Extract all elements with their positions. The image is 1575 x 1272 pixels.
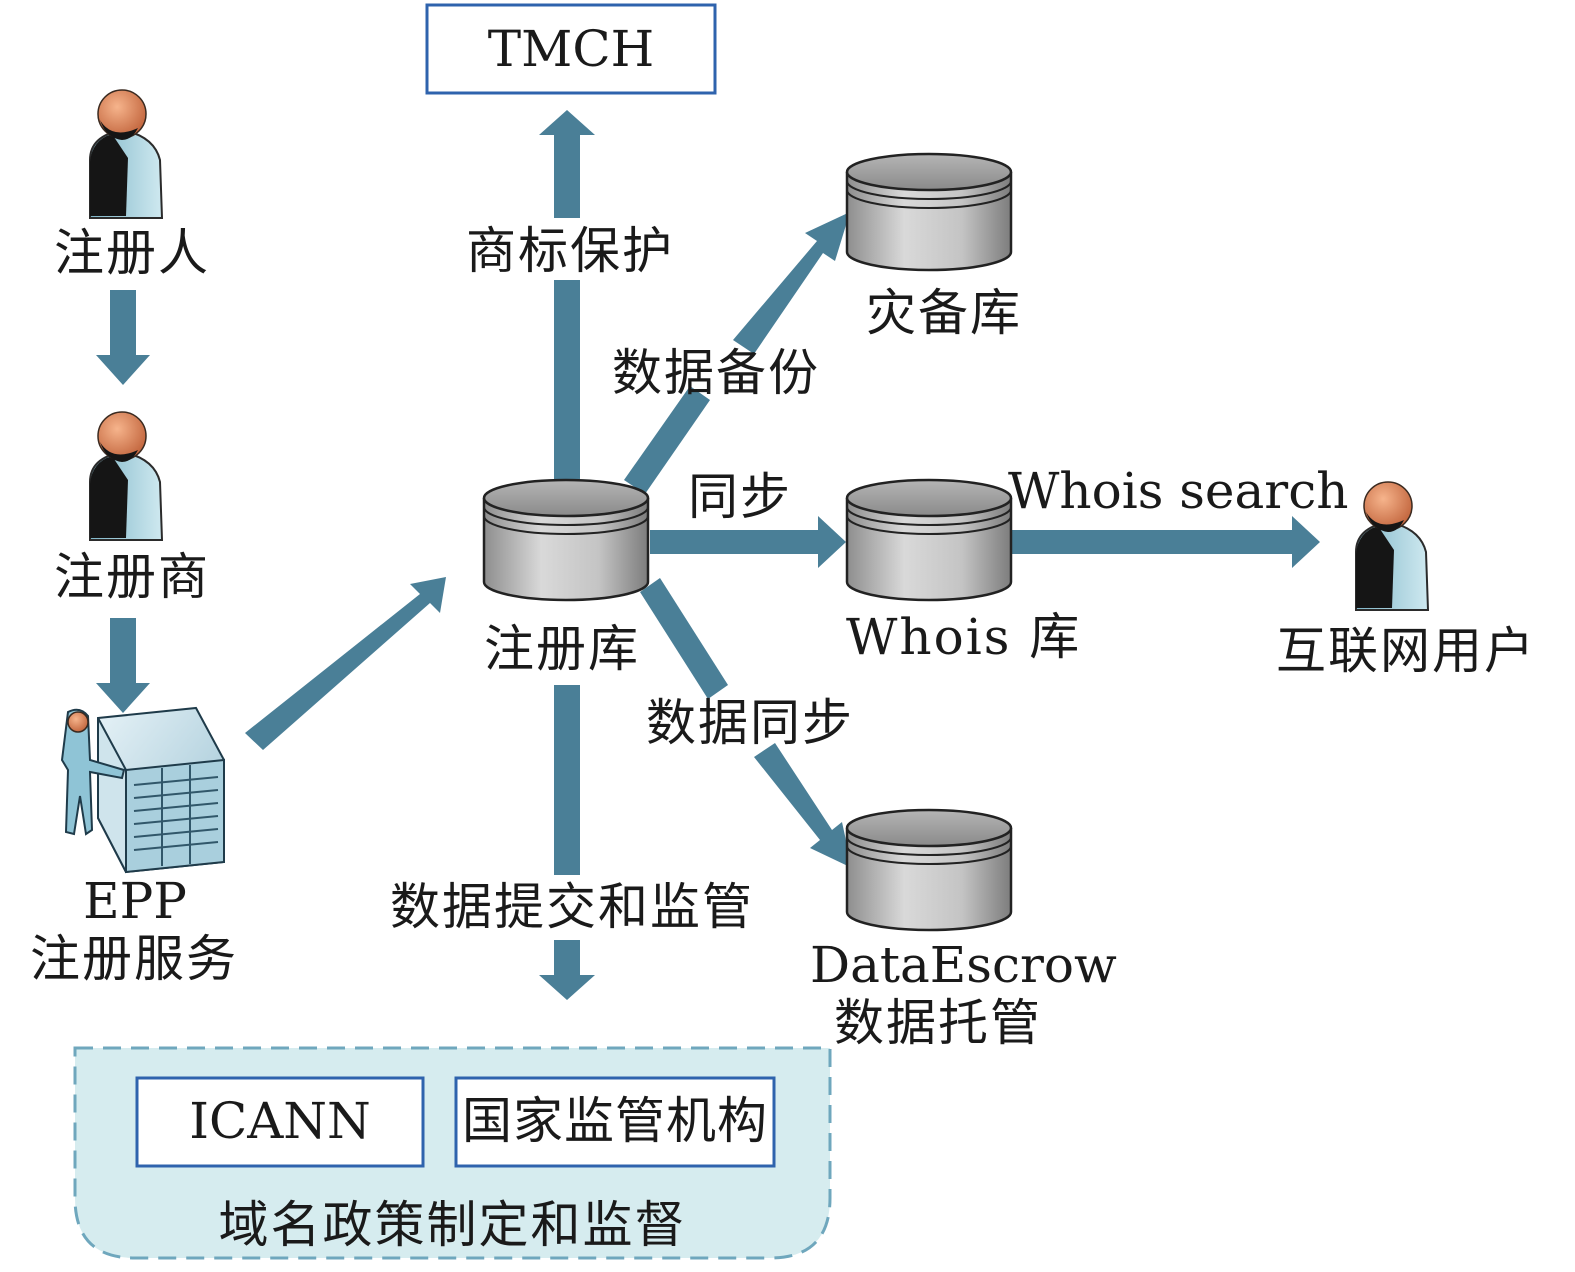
registrant-label: 注册人: [54, 224, 210, 282]
disaster-backup-label: 灾备库: [866, 284, 1022, 342]
arrow-epp-to-registry: [245, 577, 446, 750]
arrow-registry-to-escrow-lower: [754, 743, 852, 868]
data-sync-label: 数据同步: [646, 694, 854, 752]
arrow-registry-to-tmch-shaft-lower: [554, 280, 580, 480]
data-escrow-db-icon: [845, 808, 1013, 932]
trademark-protection-label: 商标保护: [466, 222, 674, 280]
data-backup-label: 数据备份: [612, 344, 820, 402]
arrow-registry-to-whois: [650, 516, 846, 568]
disaster-backup-db-icon: [845, 152, 1013, 272]
arrow-registry-to-backup-upper: [733, 212, 850, 354]
arrow-registrar-to-epp: [96, 618, 150, 713]
arrow-registry-to-regulators-shaft-upper: [554, 685, 580, 875]
icann-label: ICANN: [189, 1092, 371, 1150]
tmch-label: TMCH: [487, 20, 655, 78]
sync-label: 同步: [688, 468, 792, 526]
arrow-registry-to-tmch-head: [539, 110, 595, 218]
registrar-label: 注册商: [54, 548, 210, 606]
registry-label: 注册库: [484, 620, 640, 678]
registrant-person-icon: [89, 89, 164, 219]
whois-db-icon: [845, 478, 1013, 602]
epp-label-line2: 注册服务: [30, 930, 238, 988]
data-escrow-label-line1: DataEscrow: [810, 936, 1117, 994]
arrow-registry-to-escrow-upper: [640, 578, 728, 699]
arrow-registrant-to-registrar: [96, 290, 150, 385]
data-submit-label: 数据提交和监管: [390, 878, 754, 936]
national-regulator-box: [454, 1076, 776, 1168]
registry-db-icon: [482, 478, 650, 602]
registrar-person-icon: [89, 411, 164, 541]
epp-label-line1: EPP: [83, 872, 187, 930]
internet-user-label: 互联网用户: [1276, 622, 1536, 680]
tmch-box: [425, 3, 717, 95]
internet-user-person-icon: [1355, 481, 1430, 611]
data-escrow-label-line2: 数据托管: [834, 994, 1042, 1052]
epp-server-icon: [60, 706, 225, 874]
arrow-whois-to-user: [1012, 516, 1320, 568]
national-regulator-label: 国家监管机构: [462, 1092, 768, 1150]
policy-group-label: 域名政策制定和监督: [218, 1196, 687, 1254]
whois-search-label: Whois search: [1008, 462, 1349, 520]
whois-db-label: Whois 库: [846, 608, 1082, 666]
arrow-registry-to-backup-lower: [624, 386, 710, 494]
icann-box: [135, 1076, 425, 1168]
arrow-registry-to-regulators-head: [539, 940, 595, 1000]
